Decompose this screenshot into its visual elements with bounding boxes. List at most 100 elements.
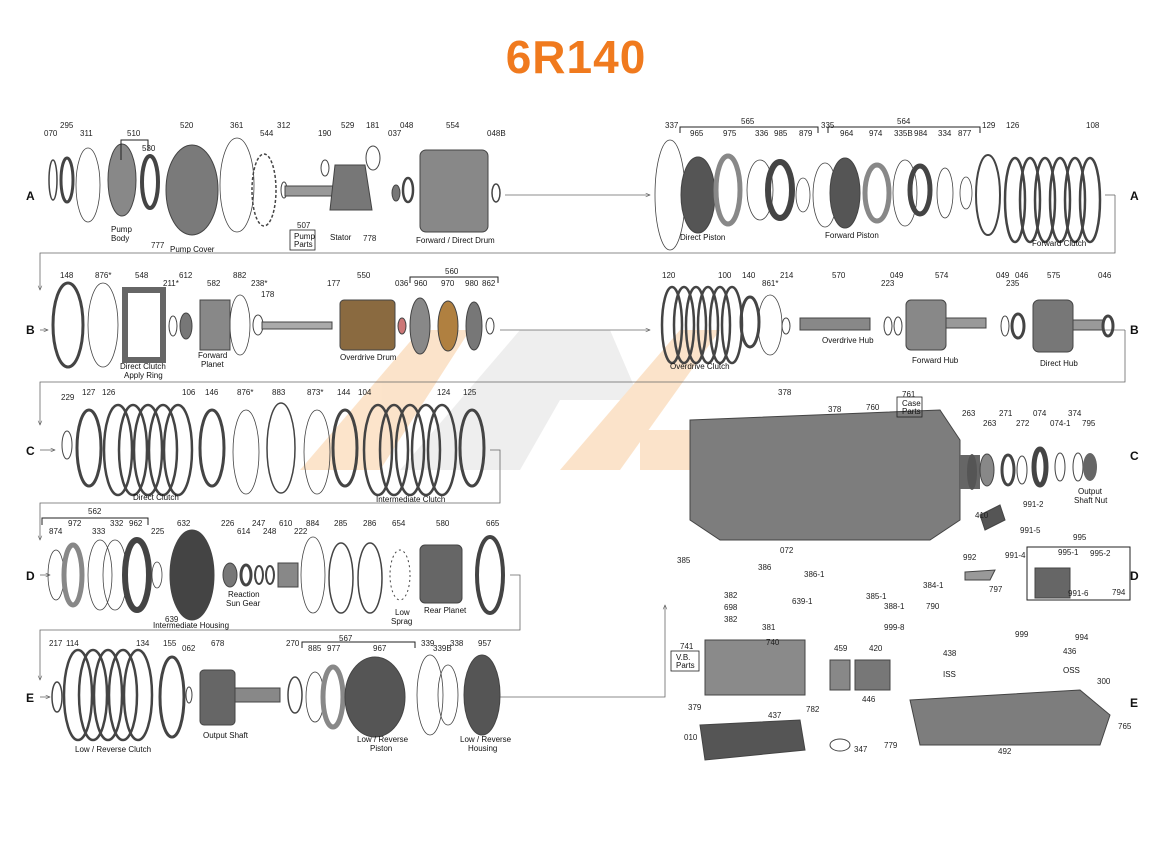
part-146 [198,408,226,488]
part-number-270: 270 [286,639,300,648]
part-number-339: 339 [421,639,435,648]
part-number-3841: 384-1 [923,581,944,590]
part-339 [416,654,444,736]
part-number-965: 965 [690,129,704,138]
part-number-126b: 126 [102,388,116,397]
caption-pump-body-1: Pump [111,225,132,234]
part-number-114: 114 [66,639,79,648]
part-number-980: 980 [465,279,479,288]
part-number-217: 217 [49,639,63,648]
part-rear-planet [419,544,463,604]
part-338 [437,664,459,726]
caption-low-sprag-2: Sprag [391,617,412,626]
part-number-459: 459 [834,644,848,653]
part-forward-hub [905,299,947,351]
part-number-048: 048 [400,121,414,130]
part-number-100: 100 [718,271,732,280]
part-number-381: 381 [762,623,776,632]
part-number-995: 995 [1073,533,1087,542]
part-883 [266,402,296,494]
part-number-678: 678 [211,639,225,648]
row-e-parts [51,648,501,742]
caption-pump-cover: Pump Cover [170,245,215,254]
part-stator [329,164,373,211]
part-number-146: 146 [205,388,219,397]
part-overdrive-hub [799,317,871,331]
part-number-285: 285 [334,519,348,528]
row-label-a-left: A [26,189,35,203]
part-number-379: 379 [688,703,702,712]
row-label-e-left: E [26,691,34,705]
row-labels: A A B B C C D D E E [26,189,1139,710]
part-thrust [391,184,401,202]
part-number-300: 300 [1097,677,1111,686]
part-number-378a: 378 [778,388,792,397]
part-bearing [401,176,415,204]
part-number-226: 226 [221,519,235,528]
part-number-567: 567 [339,634,353,643]
part-049 [893,316,903,336]
part-small-seal [320,159,330,177]
part-286 [357,542,383,614]
part-number-222: 222 [294,527,308,536]
part-number-229: 229 [61,393,75,402]
part-984 [907,163,933,217]
case-parts-box [896,396,923,418]
part-144 [331,408,359,488]
part-229 [61,430,73,460]
part-number-9916: 991-6 [1068,589,1089,598]
part-610 [277,562,299,588]
part-number-0741: 074-1 [1050,419,1071,428]
part-number-104: 104 [358,388,372,397]
part-number-765: 765 [1118,722,1132,731]
part-number-779: 779 [884,741,898,750]
part-number-879: 879 [799,129,813,138]
part-960 [409,297,431,355]
part-number-9951: 995-1 [1058,548,1079,557]
part-forward-hub-shaft [945,317,987,329]
part-873 [303,409,331,495]
caption-forward-clutch: Forward Clutch [1032,239,1086,248]
part-number-778: 778 [363,234,377,243]
transmission-case [689,409,1097,541]
part-number-190: 190 [318,129,332,138]
part-low-sprag [389,549,411,601]
caption-output-shaft: Output Shaft [203,731,249,740]
part-number-639a: 639 [165,615,179,624]
part-046b [1101,314,1115,338]
part-number-070: 070 [44,129,58,138]
part-862 [485,317,495,335]
part-876 [87,282,119,368]
part-screen [251,153,277,227]
part-665 [475,535,505,615]
part-number-794: 794 [1112,588,1126,597]
part-number-385: 385 [677,556,691,565]
part-number-225: 225 [151,527,165,536]
part-number-010: 010 [684,733,698,742]
part-number-970: 970 [441,279,455,288]
part-number-654: 654 [392,519,406,528]
caption-overdrive-clutch: Overdrive Clutch [670,362,730,371]
caption-case-parts-2: Parts [902,407,921,416]
part-985 [765,159,795,221]
part-number-134: 134 [136,639,150,648]
part-number-9998: 999-8 [884,623,905,632]
part-214 [781,317,791,335]
part-number-374: 374 [1068,409,1082,418]
part-number-214: 214 [780,271,794,280]
caption-low-reverse-piston-2: Piston [370,744,392,753]
part-number-129: 129 [982,121,996,130]
part-number-974: 974 [869,129,883,138]
part-seal [59,156,75,204]
caption-oss: OSS [1063,666,1080,675]
part-number-570: 570 [832,271,846,280]
part-number-382b: 382 [724,615,738,624]
part-number-580: 580 [436,519,450,528]
part-forward-piston [829,157,861,229]
part-number-336: 336 [755,129,769,138]
row-label-b-right: B [1130,323,1139,337]
part-number-741: 741 [680,642,694,651]
part-number-361: 361 [230,121,244,130]
caption-direct-piston: Direct Piston [680,233,725,242]
caption-rear-planet: Rear Planet [424,606,467,615]
